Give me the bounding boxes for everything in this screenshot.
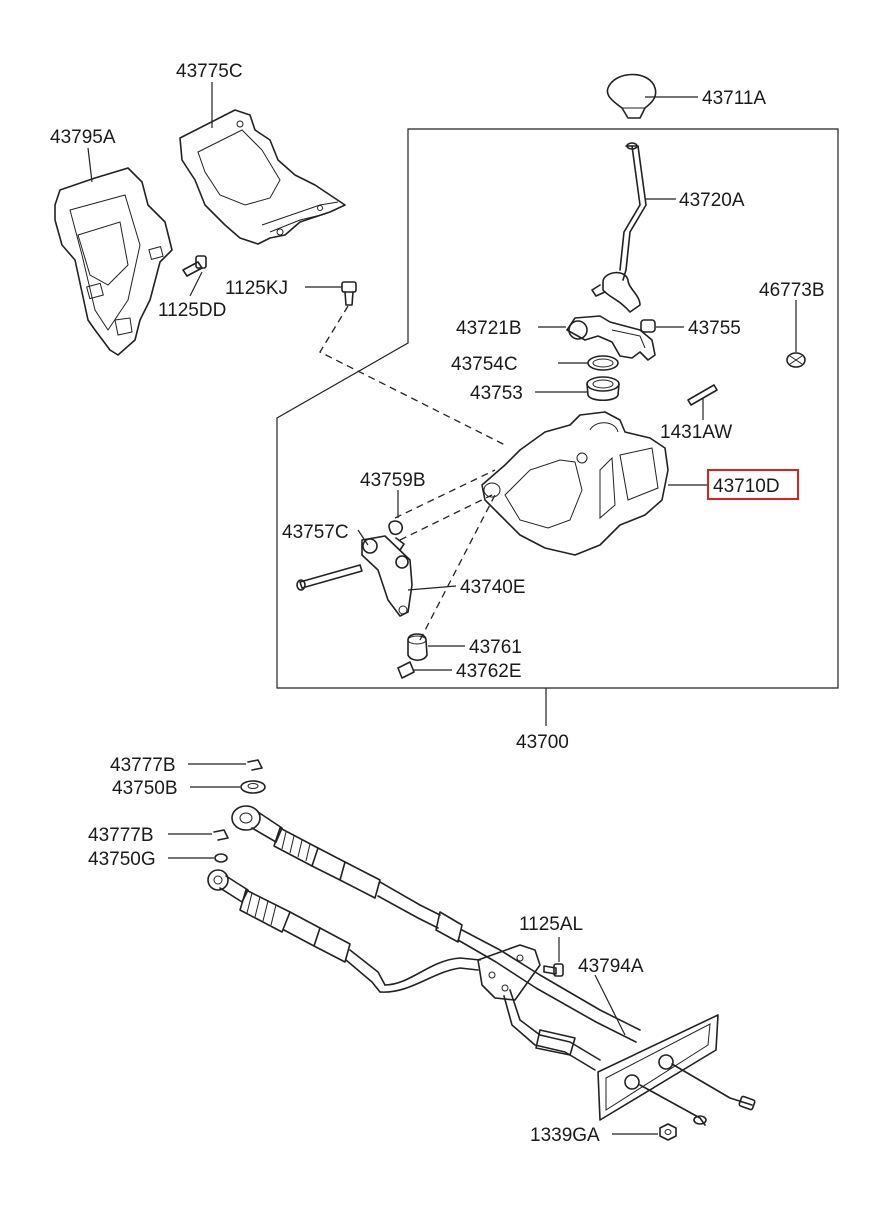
leader-43794A — [594, 974, 626, 1036]
label-1125DD: 1125DD — [158, 300, 226, 321]
clip-43777B-lower — [213, 829, 229, 841]
label-43750G: 43750G — [88, 849, 156, 870]
label-43757C: 43757C — [282, 522, 349, 543]
washer-43750B — [240, 780, 266, 794]
bolt-1125AL — [543, 963, 564, 977]
cable-upper — [231, 805, 641, 1043]
leader-43795A — [87, 147, 93, 183]
highlight-43710D — [707, 469, 799, 500]
lever-43740E — [361, 535, 413, 617]
pin-43757C — [296, 564, 363, 591]
label-43795A: 43795A — [50, 127, 116, 148]
bracket-43794A — [477, 944, 756, 1126]
dashed-1125KJ — [319, 305, 506, 446]
pin-43762E — [397, 661, 415, 679]
bolt-1125KJ — [341, 281, 357, 306]
bracket-43775C — [179, 109, 346, 245]
bushing-43753 — [586, 376, 620, 402]
label-43710D: 43710D — [713, 476, 780, 497]
label-43721B: 43721B — [456, 318, 522, 339]
housing-43710D — [481, 411, 669, 556]
clip-43777B-upper — [247, 759, 263, 771]
label-43755: 43755 — [688, 318, 741, 339]
bracket-43721B — [566, 315, 656, 361]
ring-43754C — [587, 355, 619, 371]
label-43711A: 43711A — [702, 88, 766, 109]
label-43761: 43761 — [469, 637, 522, 658]
label-43753: 43753 — [470, 383, 523, 404]
cable-lower — [207, 869, 481, 993]
label-43794A: 43794A — [578, 956, 644, 977]
label-1431AW: 1431AW — [660, 422, 732, 443]
leader-43757C — [357, 529, 369, 546]
assembly-outline — [276, 128, 839, 689]
label-43754C: 43754C — [451, 354, 518, 375]
knob-43711A — [606, 73, 657, 119]
label-43759B: 43759B — [360, 470, 426, 491]
washer-43750G — [214, 853, 228, 863]
bushing-43761 — [407, 633, 428, 662]
label-43720A: 43720A — [679, 190, 745, 211]
spring-43759B — [388, 520, 405, 551]
bushing-43755 — [640, 319, 656, 333]
label-43740E: 43740E — [460, 577, 526, 598]
label-43777B-upper: 43777B — [110, 755, 176, 776]
label-46773B: 46773B — [759, 280, 825, 301]
bolt-1125DD — [182, 255, 207, 277]
lever-43720A — [591, 142, 647, 313]
leader-43740E — [407, 585, 457, 591]
label-1125AL: 1125AL — [519, 914, 583, 935]
nut-1339GA — [659, 1123, 677, 1141]
dashed-link-c — [419, 494, 496, 641]
label-43700: 43700 — [516, 732, 569, 753]
label-43750B: 43750B — [112, 778, 178, 799]
bracket-43795A — [54, 167, 173, 356]
dashed-link-b — [399, 494, 493, 541]
leader-1125DD — [189, 271, 203, 297]
dashed-link-a — [394, 469, 496, 519]
label-1339GA: 1339GA — [530, 1125, 600, 1146]
label-1125KJ: 1125KJ — [225, 278, 288, 299]
label-43762E: 43762E — [456, 661, 522, 682]
pin-1431AW — [687, 384, 718, 406]
label-43775C: 43775C — [176, 61, 243, 82]
clip-46773B — [786, 352, 806, 368]
label-43777B-lower: 43777B — [88, 825, 154, 846]
